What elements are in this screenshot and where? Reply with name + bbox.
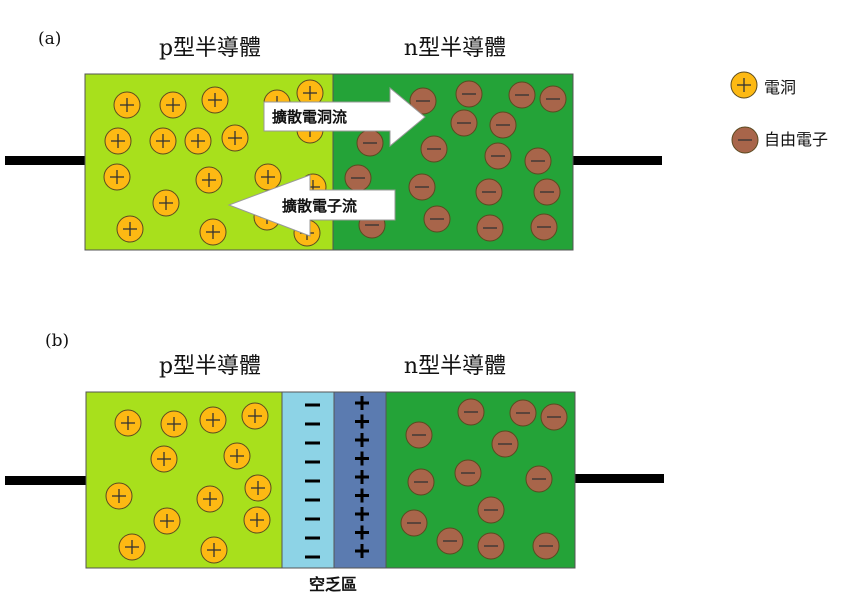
hole-icon	[153, 507, 181, 535]
hole-icon	[199, 406, 227, 434]
depletion-region-label: 空乏區	[309, 575, 357, 594]
electron-icon	[532, 532, 560, 560]
hole-icon	[159, 91, 187, 119]
electron-icon	[484, 142, 512, 170]
electron-icon	[455, 80, 483, 108]
left-wire-b	[5, 476, 88, 485]
hole-icon	[116, 215, 144, 243]
electron-diffusion-label: 擴散電子流	[282, 197, 357, 215]
hole-icon	[195, 166, 223, 194]
positive-ion-icon	[355, 451, 369, 466]
hole-icon	[223, 442, 251, 470]
positive-ion-icon	[355, 525, 369, 540]
hole-icon	[114, 409, 142, 437]
p-type-title-b: p型半導體	[159, 354, 261, 379]
electron-icon	[533, 178, 561, 206]
legend-hole-label: 電洞	[764, 78, 796, 97]
electron-icon	[344, 164, 372, 192]
legend-hole-icon	[730, 71, 758, 99]
hole-icon	[103, 163, 131, 191]
hole-icon	[196, 485, 224, 513]
hole-icon	[118, 533, 146, 561]
positive-ion-icon	[355, 414, 369, 429]
electron-icon	[407, 468, 435, 496]
electron-icon	[731, 126, 759, 154]
electron-icon	[454, 459, 482, 487]
hole-diffusion-label: 擴散電洞流	[272, 108, 347, 126]
hole-icon	[254, 163, 282, 191]
electron-icon	[509, 399, 537, 427]
hole-icon	[113, 91, 141, 119]
n-type-title-a: n型半導體	[404, 36, 506, 61]
electron-icon	[539, 85, 567, 113]
hole-icon	[730, 71, 758, 99]
positive-ion-icon	[355, 544, 369, 558]
positive-ion-icon	[355, 488, 369, 503]
electron-icon	[491, 430, 519, 458]
legend-electron-label: 自由電子	[764, 130, 828, 149]
electron-icon	[524, 147, 552, 175]
hole-icon	[201, 86, 229, 114]
n-type-title-b: n型半導體	[404, 354, 506, 379]
left-wire-a	[5, 156, 87, 165]
positive-ion-icon	[355, 433, 369, 447]
electron-icon	[409, 87, 437, 115]
positive-ion-icon	[355, 507, 369, 521]
legend-electron-icon	[731, 126, 759, 154]
panel-b: (b) p型半導體 n型半導體 空乏區	[5, 331, 664, 594]
hole-icon	[199, 218, 227, 246]
electron-icon	[400, 509, 428, 537]
hole-icon	[152, 189, 180, 217]
hole-icon	[184, 127, 212, 155]
particles-a	[103, 79, 567, 247]
hole-icon	[104, 127, 132, 155]
hole-icon	[105, 482, 133, 510]
electron-icon	[525, 465, 553, 493]
positive-ion-icon	[355, 470, 369, 484]
right-wire-b	[574, 474, 664, 483]
electron-icon	[420, 135, 448, 163]
particles-b	[105, 396, 568, 564]
hole-icon	[243, 506, 271, 534]
electron-icon	[408, 173, 436, 201]
hole-icon	[244, 474, 272, 502]
electron-icon	[530, 213, 558, 241]
electron-diffusion-arrow	[227, 174, 396, 237]
panel-a-label: (a)	[38, 29, 61, 49]
electron-icon	[489, 111, 517, 139]
electron-icon	[450, 109, 478, 137]
electron-icon	[423, 205, 451, 233]
p-type-title-a: p型半導體	[159, 36, 261, 61]
hole-icon	[241, 402, 269, 430]
hole-icon	[221, 124, 249, 152]
hole-icon	[160, 410, 188, 438]
positive-ion-icon	[355, 396, 369, 410]
right-wire-a	[572, 156, 662, 165]
electron-icon	[405, 421, 433, 449]
electron-icon	[356, 129, 384, 157]
electron-icon	[475, 178, 503, 206]
electron-icon	[436, 527, 464, 555]
depletion-positive-ions	[333, 391, 387, 569]
panel-b-label: (b)	[45, 331, 69, 351]
electron-icon	[457, 398, 485, 426]
electron-icon	[476, 214, 504, 242]
legend: 電洞 自由電子	[730, 71, 828, 154]
electron-icon	[477, 496, 505, 524]
hole-icon	[200, 536, 228, 564]
electron-icon	[540, 403, 568, 431]
hole-diffusion-arrow	[263, 86, 426, 148]
hole-icon	[149, 127, 177, 155]
panel-a: (a) p型半導體 n型半導體 擴散電洞流 擴散電子流	[5, 29, 662, 251]
electron-icon	[477, 532, 505, 560]
hole-icon	[150, 445, 178, 473]
electron-icon	[508, 81, 536, 109]
